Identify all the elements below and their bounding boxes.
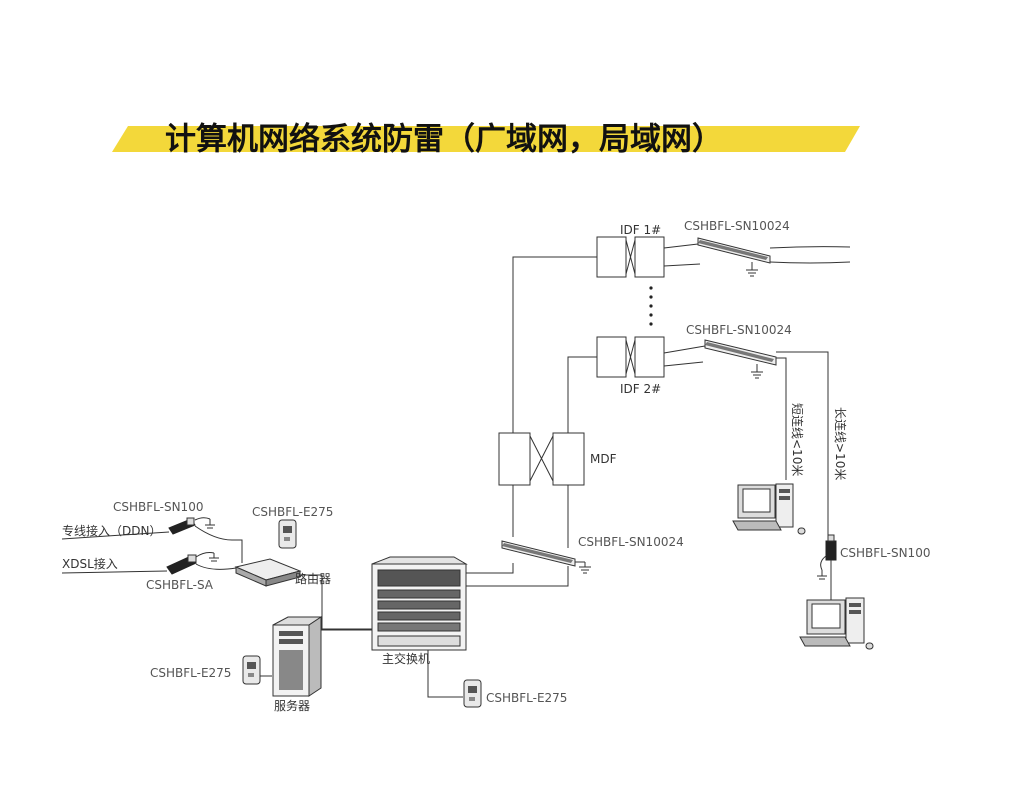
e275-router-label: CSHBFL-E275 (252, 505, 333, 519)
sn10024-middle-label: CSHBFL-SN10024 (686, 323, 792, 337)
sa-label: CSHBFL-SA (146, 578, 214, 592)
sn100-right-label: CSHBFL-SN100 (840, 546, 930, 560)
e275-surge-module-switch (463, 679, 482, 708)
mdf-label: MDF (590, 452, 617, 466)
sn100-surge-protector-right (817, 534, 837, 580)
router-device (234, 558, 302, 587)
long-line-label: 长连线>10米 (833, 407, 848, 480)
title-banner (112, 126, 860, 152)
continuation-dots (649, 286, 653, 326)
server-label: 服务器 (274, 698, 310, 713)
idf1-unit (596, 236, 665, 278)
router-label: 路由器 (295, 571, 331, 586)
sn10024-surge-protector-middle (704, 339, 777, 379)
e275-surge-module-router (278, 519, 297, 549)
idf1-label: IDF 1# (620, 223, 661, 237)
main-switch-cabinet (371, 556, 468, 651)
sn100-left-label: CSHBFL-SN100 (113, 500, 203, 514)
workstation-computer-2 (799, 597, 874, 650)
sn100-surge-protector-left (168, 517, 215, 535)
short-line-label: 短连线<10米 (790, 403, 805, 476)
mdf-unit (498, 432, 585, 486)
main-switch-label: 主交换机 (382, 651, 430, 666)
xdsl-access-label: XDSL接入 (62, 556, 118, 571)
sn10024-top-label: CSHBFL-SN10024 (684, 219, 790, 233)
sn10024-surge-protector-top (697, 237, 771, 277)
page-title: 计算机网络系统防雷（广域网，局域网） (165, 122, 723, 158)
e275-server-label: CSHBFL-E275 (150, 666, 231, 680)
sn10024-lower-label: CSHBFL-SN10024 (578, 535, 684, 549)
sn10024-surge-protector-lower (501, 540, 591, 574)
idf2-label: IDF 2# (620, 382, 661, 396)
e275-switch-label: CSHBFL-E275 (486, 691, 567, 705)
sa-surge-protector (166, 552, 219, 575)
idf2-unit (596, 336, 665, 378)
workstation-computer-1 (732, 483, 806, 535)
server-tower (272, 616, 323, 697)
e275-surge-module-server (242, 655, 261, 685)
